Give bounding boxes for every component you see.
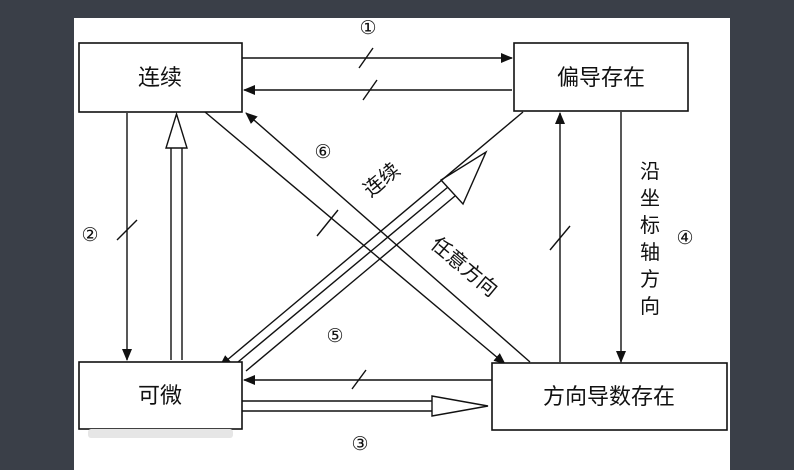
marker-6: ⑥ xyxy=(314,141,331,163)
node-continuous: 连续 xyxy=(78,42,243,113)
blurred-watermark xyxy=(88,429,233,438)
edge-continuous-to-directional xyxy=(204,111,506,365)
marker-5: ⑤ xyxy=(326,325,343,347)
node-directional-exists-label: 方向导数存在 xyxy=(543,385,675,410)
negation-slash xyxy=(362,79,378,101)
marker-1: ① xyxy=(359,17,376,39)
negation-slash xyxy=(358,47,374,69)
edge-label-along-axis: 沿坐标轴方向 xyxy=(640,159,660,318)
marker-4: ④ xyxy=(676,227,693,249)
node-differentiable: 可微 xyxy=(78,361,243,430)
edge-differentiable-implies-partial xyxy=(237,150,488,372)
marker-2: ② xyxy=(81,224,98,246)
edge-differentiable-implies-directional xyxy=(242,395,489,417)
negation-slash xyxy=(316,209,339,237)
node-continuous-label: 连续 xyxy=(138,66,182,91)
edge-partial-to-differentiable xyxy=(219,111,524,367)
marker-3: ③ xyxy=(351,433,368,455)
negation-slash xyxy=(116,219,138,241)
node-directional-exists: 方向导数存在 xyxy=(491,362,728,431)
node-partial-exists-label: 偏导存在 xyxy=(557,66,645,91)
node-differentiable-label: 可微 xyxy=(138,384,182,409)
negation-slash xyxy=(351,369,367,390)
negation-slash xyxy=(549,225,571,251)
node-partial-exists: 偏导存在 xyxy=(513,42,689,112)
edge-differentiable-implies-continuous xyxy=(165,111,188,360)
